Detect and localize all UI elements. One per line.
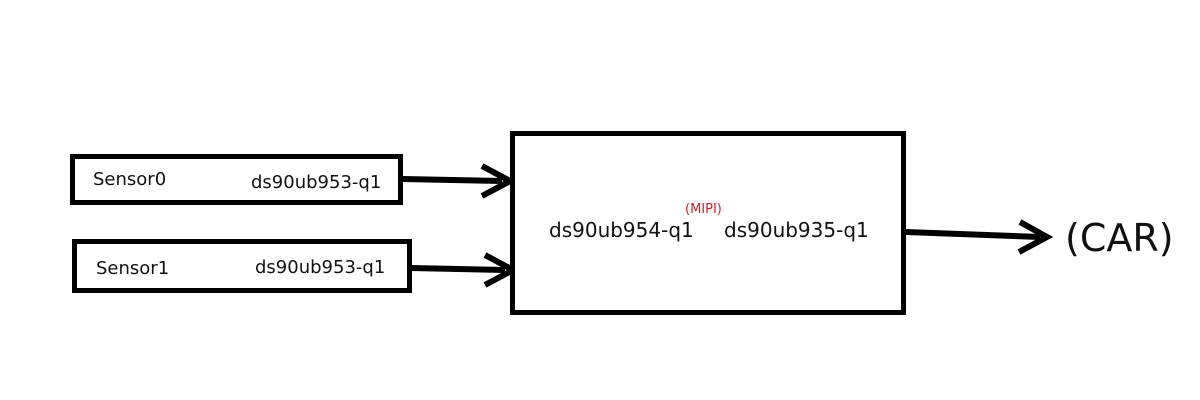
central-block [510, 131, 906, 315]
sensor1-to-central-arrow [410, 252, 520, 288]
sensor0-serializer-label: ds90ub953-q1 [251, 172, 382, 193]
car-output-label: (CAR) [1065, 216, 1174, 260]
sensor0-label: Sensor0 [93, 169, 167, 190]
sensor0-box [70, 154, 403, 205]
central-serializer-label: ds90ub935-q1 [724, 218, 869, 242]
mipi-label: (MIPI) [685, 202, 722, 217]
sensor0-to-central-arrow [402, 163, 517, 199]
sensor1-serializer-label: ds90ub953-q1 [255, 257, 386, 278]
sensor1-label: Sensor1 [96, 258, 170, 279]
deserializer-label: ds90ub954-q1 [549, 218, 694, 242]
central-to-car-arrow [905, 219, 1054, 255]
sensor1-box [72, 239, 412, 293]
